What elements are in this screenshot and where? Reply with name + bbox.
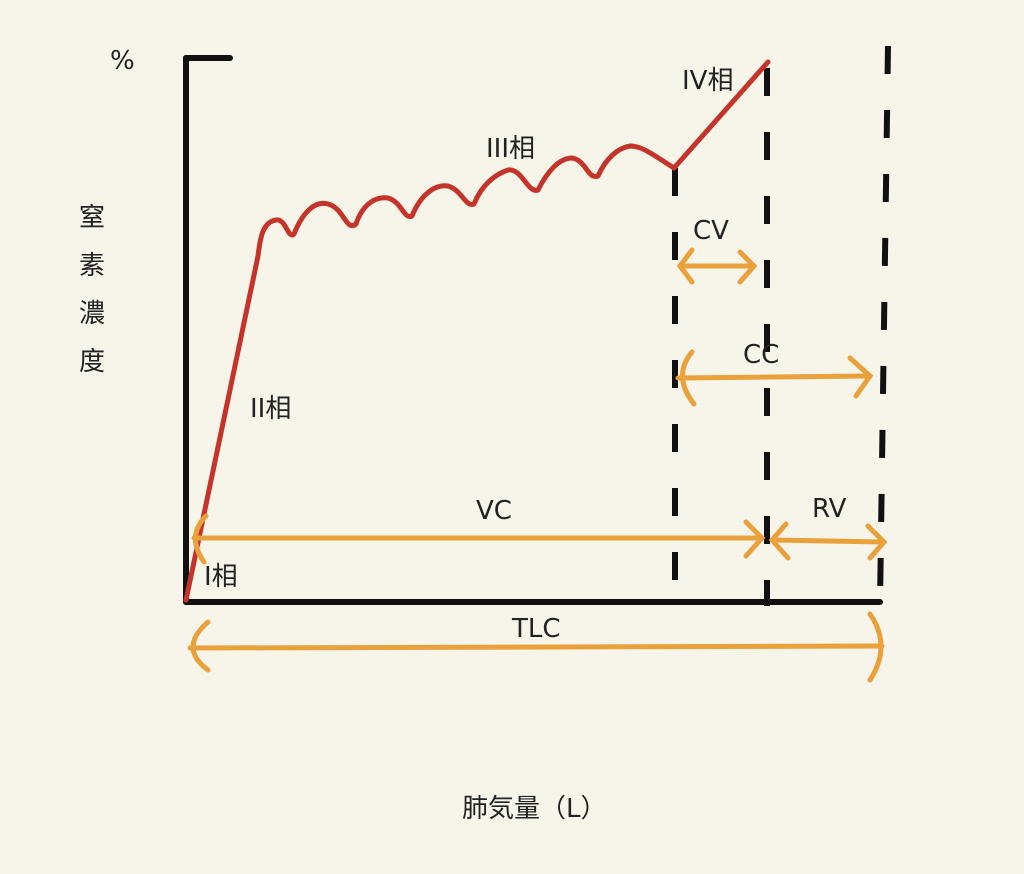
tlc-label: TLC: [512, 614, 561, 644]
cc-label: CC: [743, 340, 780, 370]
x-axis-label: 肺気量（L）: [462, 794, 607, 824]
dashed-line-tlc-end: [877, 45, 891, 605]
tlc-span-arrow: [187, 611, 885, 683]
nitrogen-curve: [183, 59, 771, 603]
phase-4-label: IV相: [682, 66, 734, 96]
y-axis-label: 窒 素 濃 度: [76, 194, 108, 386]
cv-label: CV: [693, 216, 729, 246]
phase-2-label: II相: [250, 394, 292, 424]
y-axis-label-char: 窒: [78, 203, 105, 233]
rv-label: RV: [812, 494, 847, 524]
vc-label: VC: [476, 496, 512, 526]
cv-span-arrow: [676, 247, 758, 285]
y-axis-label-char: 素: [78, 251, 105, 281]
y-axis-label-char: 濃: [78, 299, 105, 329]
phase-1-label: I相: [204, 562, 238, 592]
cc-span-arrow: [675, 349, 874, 407]
y-unit-label: %: [110, 46, 135, 76]
rv-span-arrow: [768, 521, 888, 561]
y-axis-label-char: 度: [78, 347, 105, 377]
vc-span-arrow: [191, 513, 766, 565]
phase-3-label: III相: [486, 134, 536, 164]
